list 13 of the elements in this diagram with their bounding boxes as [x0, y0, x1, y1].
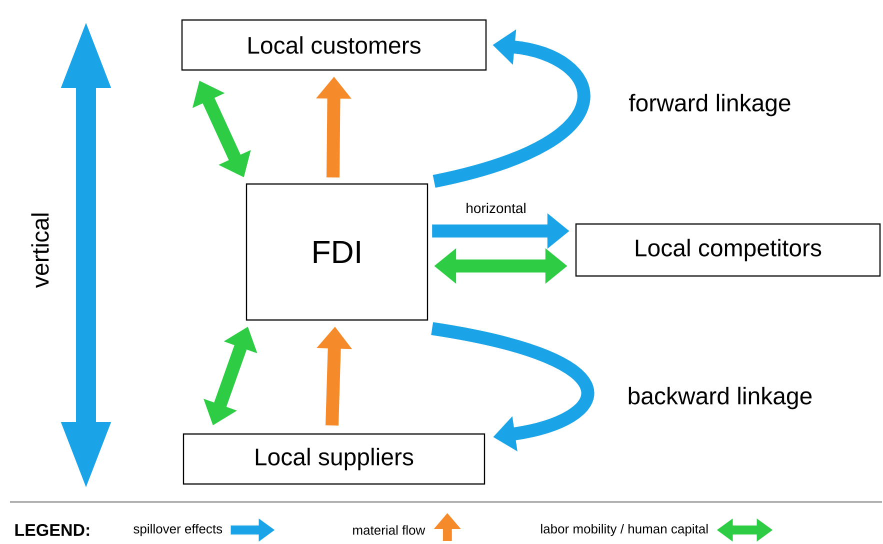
legend-text: material flow [353, 525, 426, 535]
edge-label: horizontal [464, 202, 528, 214]
text-box: Local customers [181, 19, 487, 71]
text-box: Local competitors [575, 223, 881, 277]
text-box: Local suppliers [182, 433, 486, 485]
edge-label: backward linkage [626, 386, 814, 410]
edge-label: forward linkage [628, 92, 792, 118]
legend-text: labor mobility / human capital [541, 524, 708, 536]
axis-label: vertical [31, 214, 49, 288]
legend-text: spillover effects [134, 524, 222, 536]
arrow [430, 322, 594, 452]
legend-heading: LEGEND: [15, 524, 90, 536]
text-box: FDI [246, 183, 428, 321]
